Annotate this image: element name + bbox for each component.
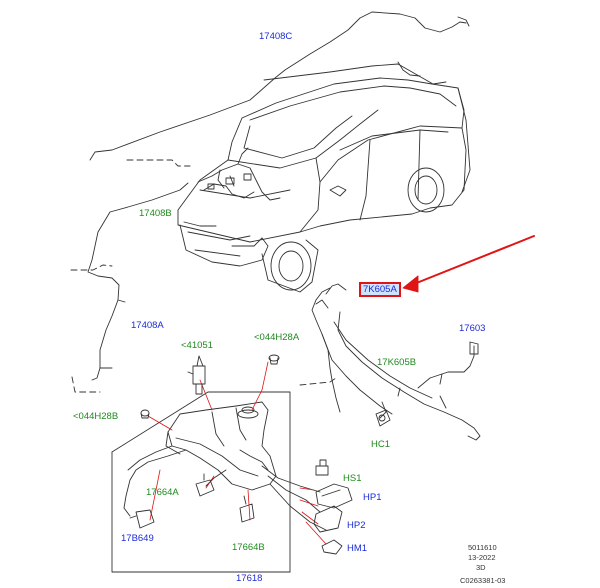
reservoir-frame [111, 391, 291, 573]
callout-arrow [402, 235, 535, 293]
footer-code: C0263381-03 [460, 576, 506, 585]
label-41051[interactable]: <41051 [181, 340, 213, 351]
footer-date: 13-2022 [468, 553, 496, 562]
label-17664a[interactable]: 17664A [146, 487, 179, 498]
connector-hp2 [313, 505, 343, 533]
rear-hose-17603 [417, 341, 479, 389]
footer-ref: 5011610 [468, 543, 497, 552]
label-17b649[interactable]: 17B649 [121, 533, 154, 544]
pump-17664a [195, 473, 215, 497]
label-hc1[interactable]: HC1 [371, 439, 391, 450]
center-line [70, 159, 337, 393]
red-leaders [147, 361, 327, 545]
label-17664b[interactable]: 17664B [232, 542, 265, 553]
label-044h28b[interactable]: <044H28B [73, 411, 119, 422]
pump-17664b [239, 495, 255, 523]
sensor-17b649 [129, 509, 155, 529]
grommet-044h28a [268, 354, 280, 365]
label-hp1[interactable]: HP1 [363, 492, 382, 503]
footer-view: 3D [476, 563, 486, 572]
label-17k605b[interactable]: 17K605B [377, 357, 417, 368]
label-17408c[interactable]: 17408C [259, 31, 293, 42]
sensor-hs1 [315, 459, 329, 476]
label-17408a[interactable]: 17408A [131, 320, 164, 331]
label-17603[interactable]: 17603 [459, 323, 486, 334]
grommet-044h28b [140, 409, 150, 419]
engine-harness [197, 147, 281, 201]
label-7k605a[interactable]: 7K605A [359, 282, 401, 297]
clip-hc1 [375, 409, 391, 427]
vehicle-outline [177, 77, 471, 293]
label-17408b[interactable]: 17408B [139, 208, 172, 219]
label-hp2[interactable]: HP2 [347, 520, 366, 531]
side-harness-17408b [87, 182, 189, 381]
label-044h28a[interactable]: <044H28A [254, 332, 300, 343]
connector-hm1 [321, 539, 343, 555]
label-17618[interactable]: 17618 [236, 573, 263, 584]
washer-reservoir [123, 401, 327, 531]
label-hm1[interactable]: HM1 [347, 543, 368, 554]
label-hs1[interactable]: HS1 [343, 473, 362, 484]
component-41051 [187, 355, 206, 395]
roof-harness-17408c [89, 11, 470, 161]
connector-hp1 [315, 483, 353, 509]
rear-washer-harness [311, 283, 481, 441]
